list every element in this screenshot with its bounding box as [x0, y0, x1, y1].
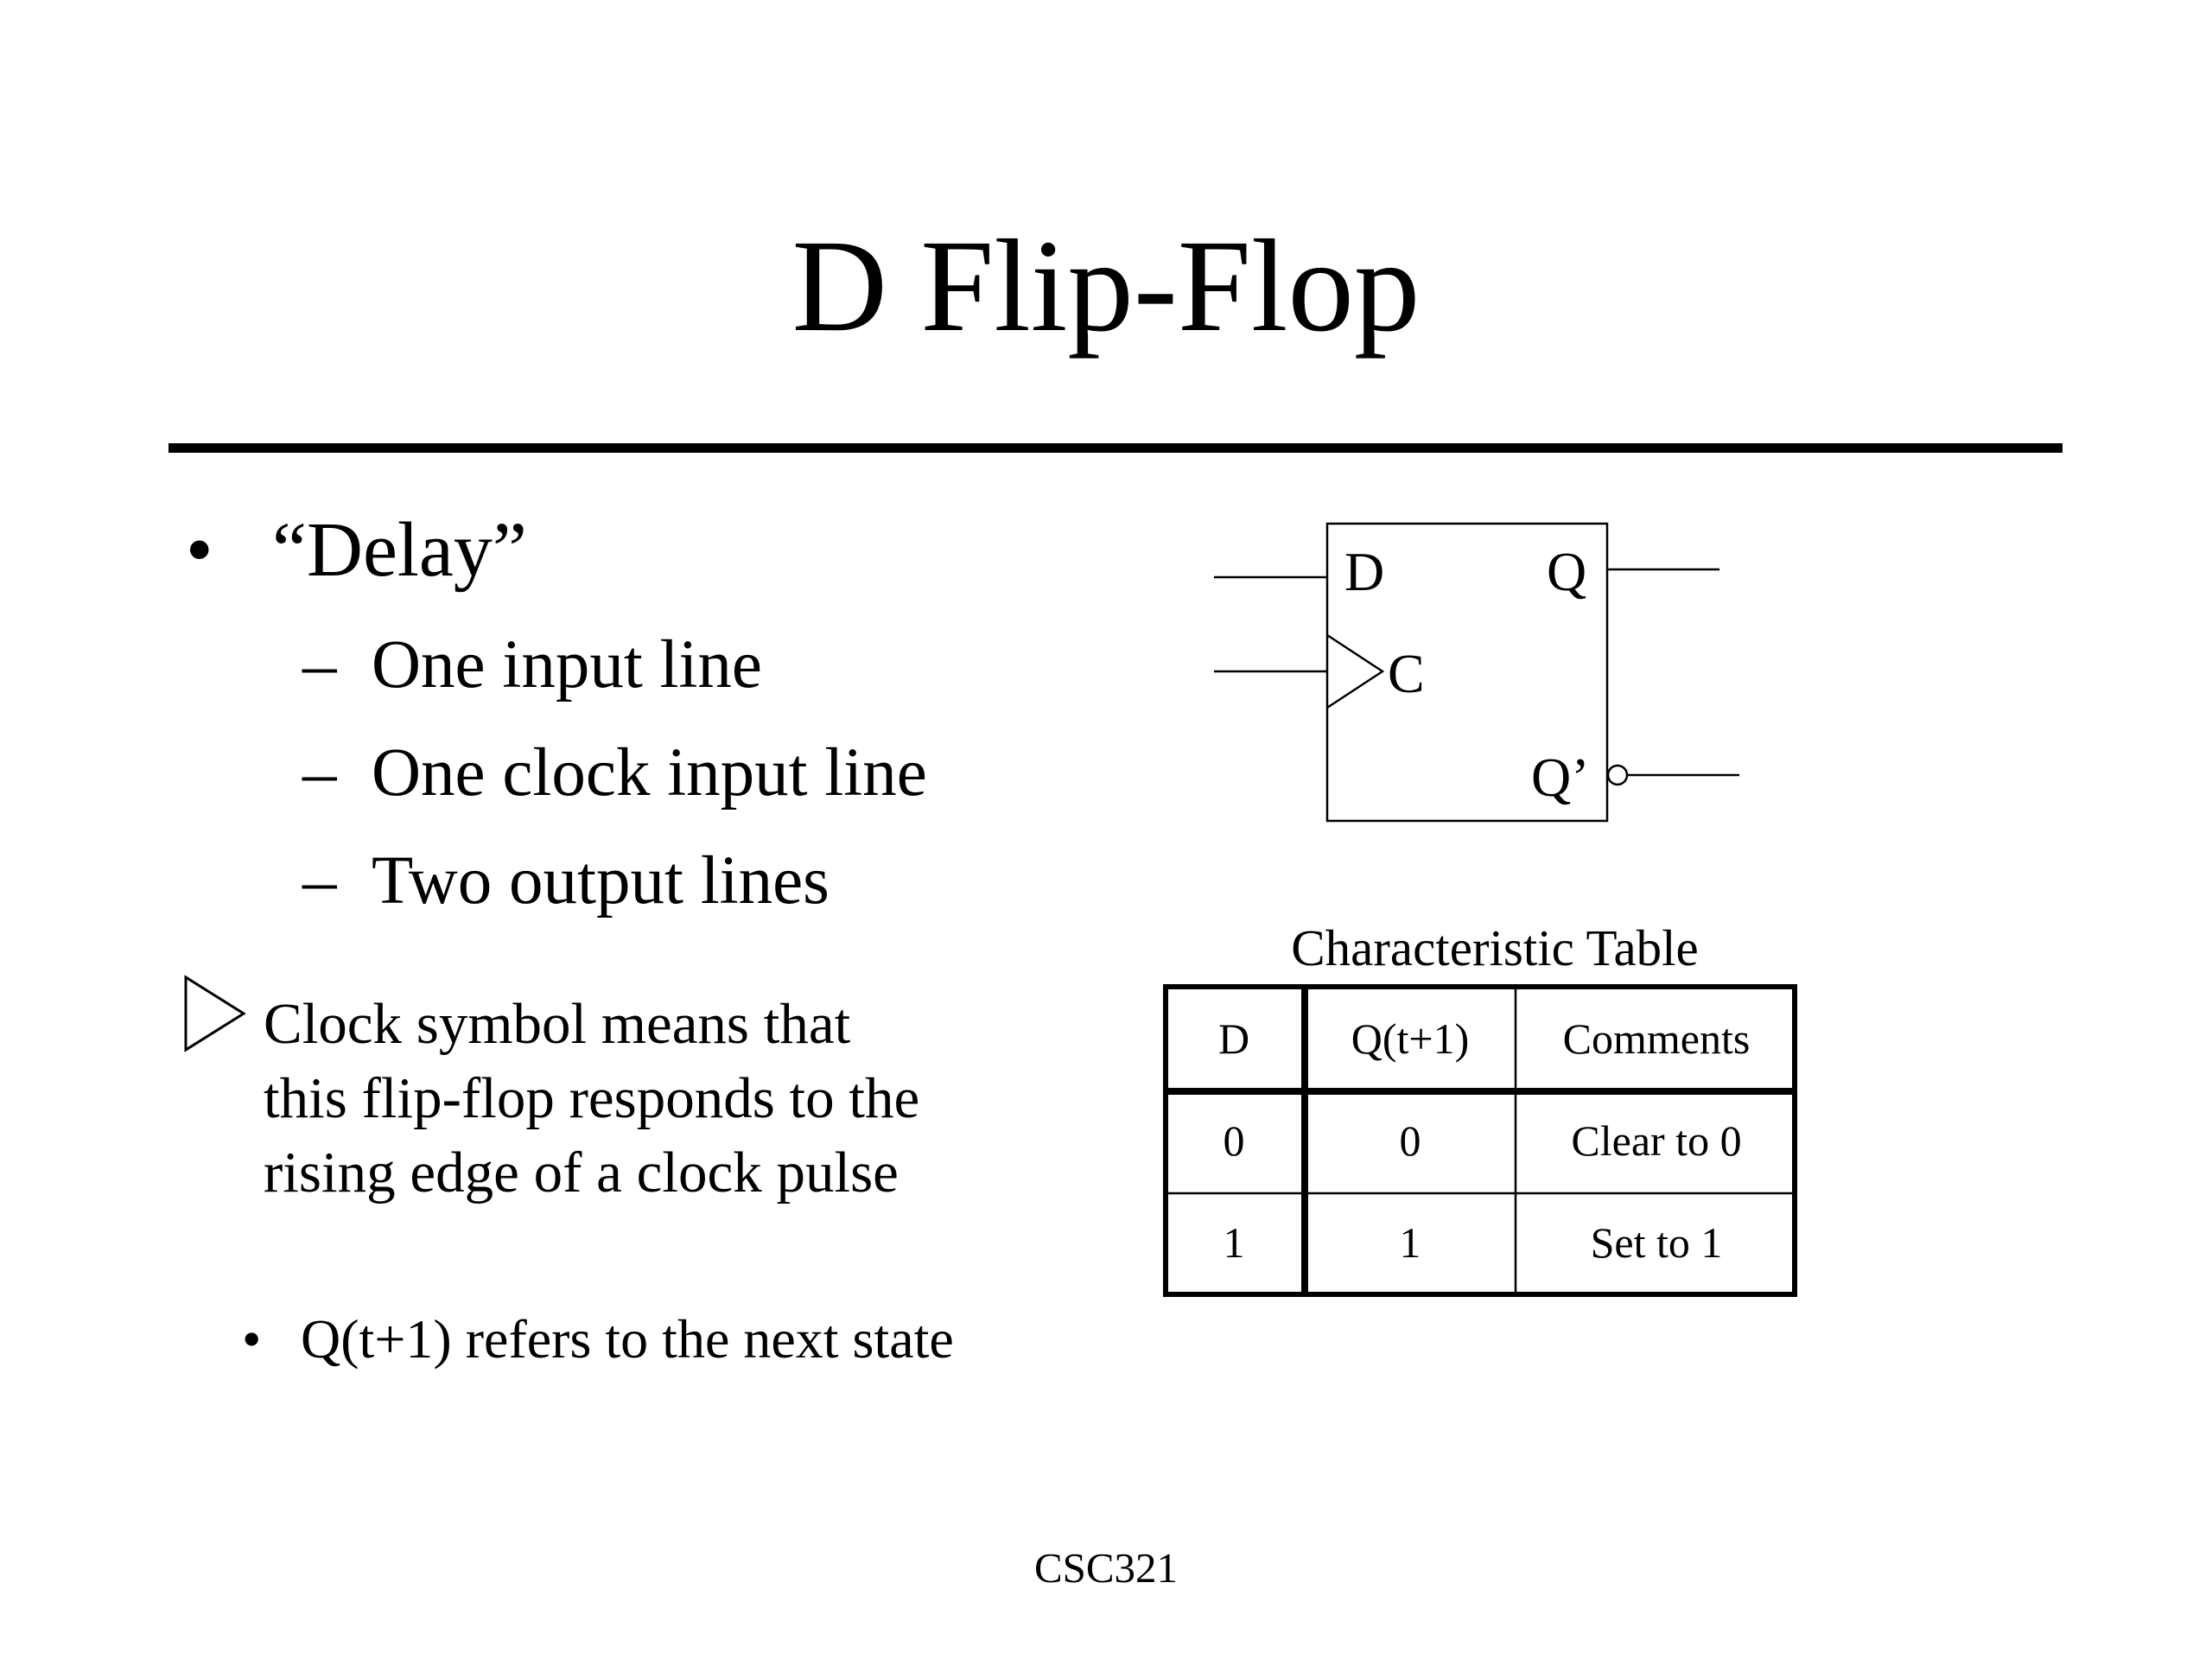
table-cell: 1 [1399, 1218, 1421, 1267]
dash-marker: – [302, 627, 337, 702]
table-header-d: D [1217, 1014, 1250, 1063]
title-divider [168, 443, 2063, 453]
dash-marker: – [302, 843, 337, 918]
clock-triangle-icon [184, 975, 246, 1052]
bullet-delay: •“Delay” [186, 512, 527, 589]
pin-label-d: D [1344, 541, 1385, 602]
flip-flop-symbol [1214, 522, 1739, 823]
clock-note-line: rising edge of a clock pulse [264, 1141, 899, 1205]
table-cell: 1 [1223, 1218, 1245, 1267]
table-grid [1163, 984, 1797, 1297]
pin-label-q: Q [1547, 541, 1587, 602]
sub-bullet-clock-line: –One clock input line [302, 739, 927, 807]
clock-note-line: Clock symbol means that [264, 992, 851, 1056]
sub-bullet-input-line: –One input line [302, 631, 762, 699]
clock-symbol-note: Clock symbol means that this flip-flop r… [264, 987, 919, 1210]
sub-bullet-text: One clock input line [372, 735, 927, 810]
slide-title: D Flip-Flop [791, 213, 1421, 359]
sub-bullet-output-lines: –Two output lines [302, 847, 830, 915]
bullet-marker: • [186, 507, 213, 593]
bullet-next-state-text: Q(t+1) refers to the next state [301, 1308, 954, 1370]
dash-marker: – [302, 735, 337, 810]
table-cell: 0 [1223, 1116, 1245, 1165]
table-cell: 0 [1399, 1116, 1421, 1165]
clock-note-line: this flip-flop responds to the [264, 1066, 920, 1130]
bullet-next-state: •Q(t+1) refers to the next state [242, 1312, 954, 1367]
table-header-comments: Comments [1562, 1014, 1751, 1063]
pin-label-c: C [1388, 643, 1425, 704]
inversion-bubble-icon [1606, 764, 1629, 786]
pin-label-q-prime: Q’ [1531, 747, 1590, 808]
table-caption: Characteristic Table [1291, 919, 1699, 976]
sub-bullet-text: One input line [372, 627, 762, 702]
table-header-next-state: Q(t+1) [1351, 1014, 1470, 1063]
table-cell: Set to 1 [1590, 1218, 1723, 1267]
characteristic-table: D Q(t+1) Comments 0 0 Clear to 0 1 1 Set… [1163, 984, 1797, 1297]
clock-edge-triangle-icon [1326, 633, 1385, 709]
bullet-marker: • [242, 1308, 262, 1370]
table-cell: Clear to 0 [1571, 1116, 1742, 1165]
bullet-delay-text: “Delay” [272, 507, 527, 593]
slide-footer: CSC321 [1033, 1544, 1179, 1592]
d-flip-flop-diagram: D C Q Q’ [1192, 510, 1754, 838]
sub-bullet-text: Two output lines [372, 843, 830, 918]
